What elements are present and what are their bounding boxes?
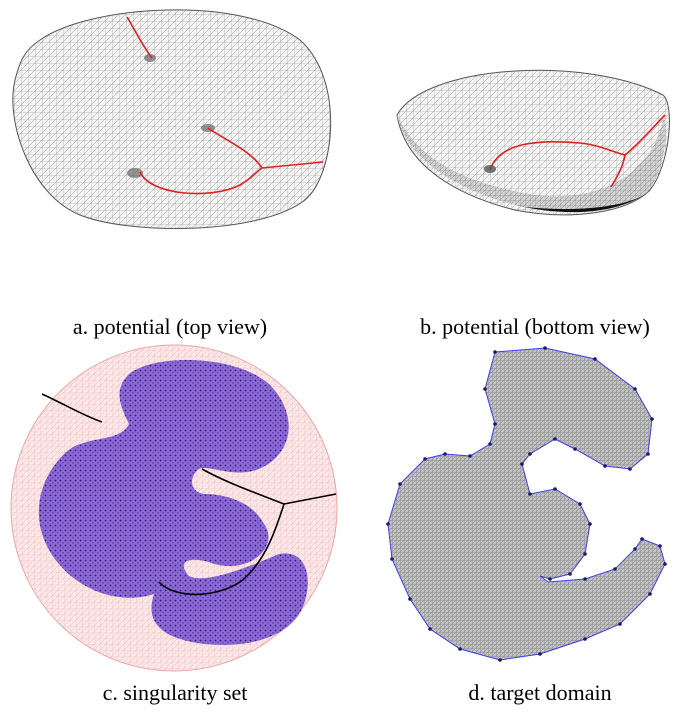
target-domain-mesh — [388, 348, 665, 660]
target-domain-figure — [380, 344, 680, 672]
caption-d: d. target domain — [440, 680, 640, 706]
panel-potential-bottom — [385, 55, 681, 225]
caption-a: a. potential (top view) — [40, 314, 300, 340]
potential-top-mesh — [13, 10, 331, 229]
potential-bottom-figure — [385, 55, 681, 225]
singular-point-bottom — [484, 165, 496, 173]
potential-top-figure — [0, 0, 340, 260]
panel-target-domain — [380, 344, 680, 672]
caption-c: c. singularity set — [60, 680, 290, 706]
panel-singularity-set — [4, 344, 344, 672]
singularity-set-figure — [4, 344, 344, 672]
caption-b: b. potential (bottom view) — [390, 314, 680, 340]
panel-potential-top — [0, 0, 340, 260]
